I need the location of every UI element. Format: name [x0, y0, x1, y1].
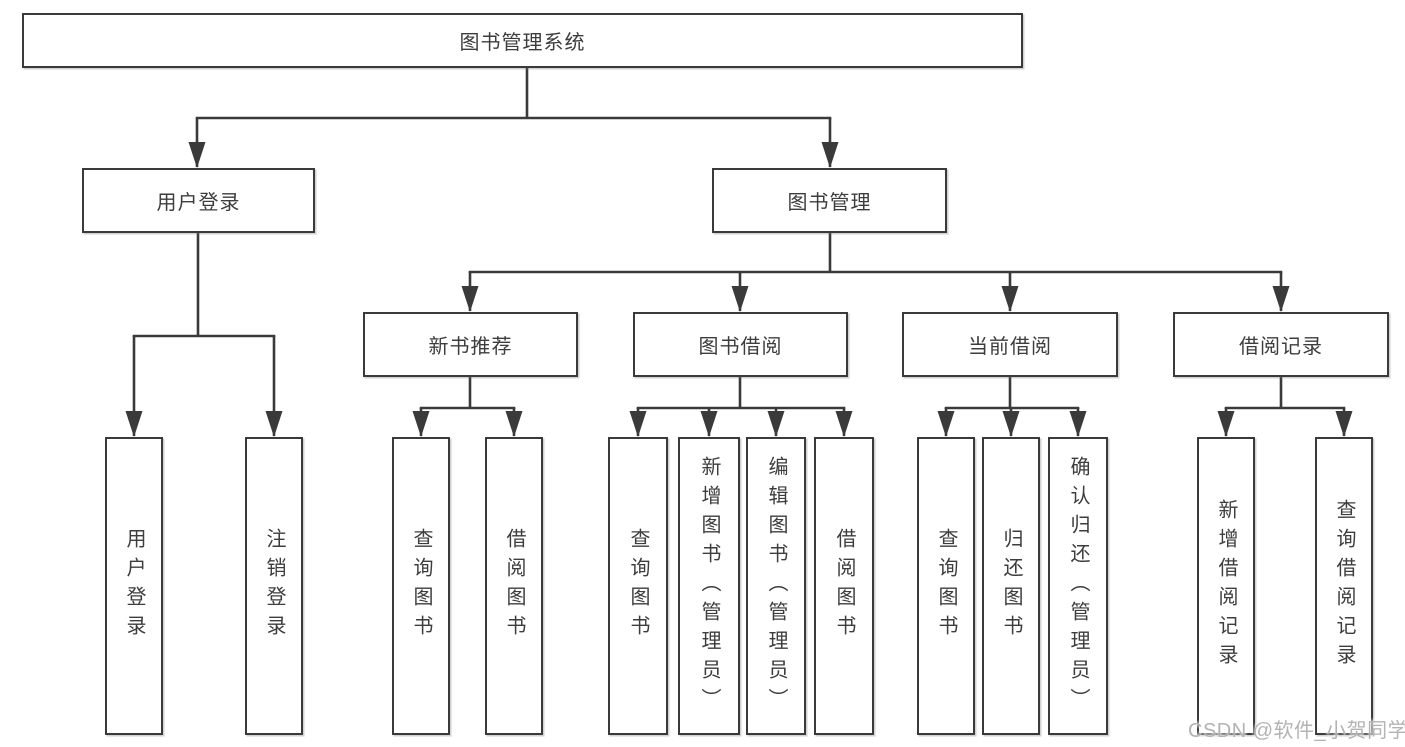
connector-current-borrow-children: [937, 377, 1087, 437]
node-label: 注销登录: [263, 528, 285, 644]
node-label: 用户登录: [123, 528, 145, 644]
node-label: 图书借阅: [698, 336, 783, 358]
node-user-login: 用户登录: [82, 168, 315, 233]
leaf-return-books: 归还图书: [982, 437, 1040, 735]
connector-new-book-children: [412, 377, 523, 437]
node-label: 查询借阅记录: [1333, 499, 1355, 673]
node-label: 新增图书（管理员）: [698, 455, 720, 717]
node-label: 图书管理: [787, 192, 872, 214]
leaf-confirm-return-admin: 确认归还（管理员）: [1048, 437, 1108, 735]
leaf-edit-books-admin: 编辑图书（管理员）: [746, 437, 806, 735]
node-label: 编辑图书（管理员）: [765, 455, 787, 717]
node-label: 新书推荐: [428, 336, 513, 358]
node-label: 用户登录: [156, 192, 241, 214]
node-current-borrowing: 当前借阅: [902, 312, 1118, 377]
node-book-management: 图书管理: [712, 168, 947, 233]
connector-user-login-children: [125, 233, 283, 437]
node-label: 借阅图书: [833, 528, 855, 644]
leaf-query-books-borrow: 查询图书: [608, 437, 668, 735]
node-label: 新增借阅记录: [1215, 499, 1237, 673]
node-label: 借阅记录: [1239, 336, 1323, 358]
node-label: 图书管理系统: [459, 32, 586, 54]
leaf-add-books-admin: 新增图书（管理员）: [678, 437, 740, 735]
connector-borrow-records-children: [1217, 377, 1353, 437]
node-label: 归还图书: [1000, 528, 1022, 644]
node-book-borrowing: 图书借阅: [633, 312, 848, 377]
leaf-query-books-recommend: 查询图书: [392, 437, 450, 735]
node-label: 借阅图书: [503, 528, 525, 644]
leaf-user-login: 用户登录: [105, 437, 163, 735]
node-new-book-recommendation: 新书推荐: [363, 312, 578, 377]
node-label: 查询图书: [410, 528, 432, 644]
node-label: 当前借阅: [968, 336, 1052, 358]
csdn-watermark: CSDN @软件_小贺同学: [1188, 720, 1405, 742]
node-label: 查询图书: [627, 528, 649, 644]
leaf-borrow-books-recommend: 借阅图书: [485, 437, 543, 735]
connector-book-borrow-children: [629, 377, 853, 437]
node-borrowing-records: 借阅记录: [1173, 312, 1389, 377]
connector-root-to-level1: [188, 68, 839, 168]
leaf-logout: 注销登录: [245, 437, 303, 735]
leaf-borrow-books: 借阅图书: [814, 437, 874, 735]
leaf-query-borrow-record: 查询借阅记录: [1315, 437, 1373, 735]
node-label: 确认归还（管理员）: [1067, 455, 1089, 717]
connector-book-management-children: [461, 233, 1290, 312]
leaf-query-books-current: 查询图书: [917, 437, 975, 735]
leaf-add-borrow-record: 新增借阅记录: [1197, 437, 1255, 735]
node-library-management-system: 图书管理系统: [22, 13, 1023, 68]
node-label: 查询图书: [935, 528, 957, 644]
